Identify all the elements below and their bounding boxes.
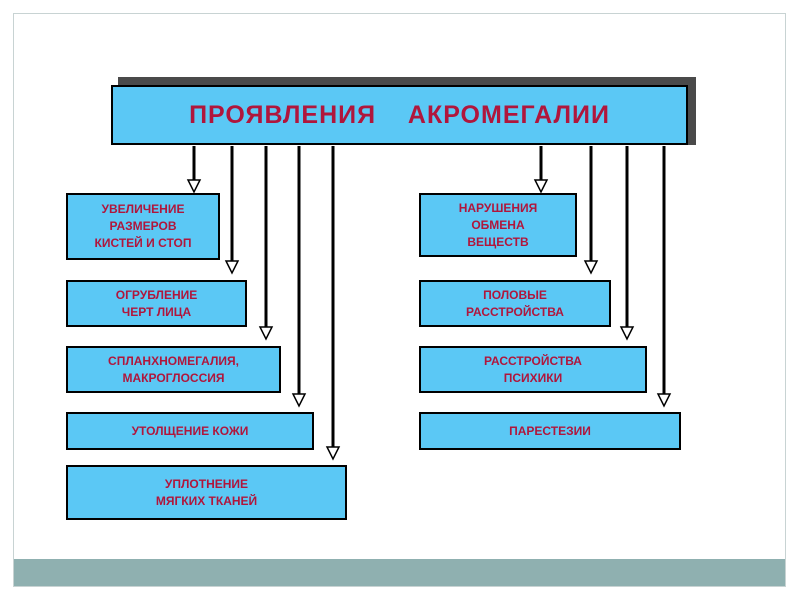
box-coarse-facial-features: ОГРУБЛЕНИЕ ЧЕРТ ЛИЦА bbox=[66, 280, 247, 327]
box-label: РАССТРОЙСТВА ПСИХИКИ bbox=[484, 353, 582, 385]
arrowhead-7 bbox=[583, 260, 599, 275]
arrowhead-4 bbox=[291, 393, 307, 408]
box-label: УТОЛЩЕНИЕ КОЖИ bbox=[131, 423, 249, 438]
diagram-title: ПРОЯВЛЕНИЯ АКРОМЕГАЛИИ bbox=[189, 100, 610, 129]
box-mental-disorders: РАССТРОЙСТВА ПСИХИКИ bbox=[419, 346, 647, 393]
box-metabolic-disorders: НАРУШЕНИЯ ОБМЕНА ВЕЩЕСТВ bbox=[419, 193, 577, 257]
arrowhead-9 bbox=[656, 393, 672, 408]
box-splanchnomegaly: СПЛАНХНОМЕГАЛИЯ, МАКРОГЛОССИЯ bbox=[66, 346, 281, 393]
box-skin-thickening: УТОЛЩЕНИЕ КОЖИ bbox=[66, 412, 314, 450]
arrowhead-5 bbox=[325, 446, 341, 461]
title-box: ПРОЯВЛЕНИЯ АКРОМЕГАЛИИ bbox=[111, 85, 688, 145]
box-paresthesia: ПАРЕСТЕЗИИ bbox=[419, 412, 681, 450]
box-label: ПОЛОВЫЕ РАССТРОЙСТВА bbox=[466, 287, 564, 319]
arrowhead-2 bbox=[224, 260, 240, 275]
box-label: СПЛАНХНОМЕГАЛИЯ, МАКРОГЛОССИЯ bbox=[108, 353, 239, 385]
box-label: УВЕЛИЧЕНИЕ РАЗМЕРОВ КИСТЕЙ И СТОП bbox=[94, 202, 192, 250]
arrowhead-1 bbox=[186, 179, 202, 194]
box-label: ПАРЕСТЕЗИИ bbox=[509, 423, 591, 438]
box-sexual-disorders: ПОЛОВЫЕ РАССТРОЙСТВА bbox=[419, 280, 611, 327]
arrowhead-8 bbox=[619, 326, 635, 341]
arrowhead-3 bbox=[258, 326, 274, 341]
box-enlarged-hands-feet: УВЕЛИЧЕНИЕ РАЗМЕРОВ КИСТЕЙ И СТОП bbox=[66, 193, 220, 260]
arrowhead-6 bbox=[533, 179, 549, 194]
box-label: НАРУШЕНИЯ ОБМЕНА ВЕЩЕСТВ bbox=[458, 200, 538, 249]
bottom-band bbox=[14, 559, 785, 586]
box-soft-tissue-compaction: УПЛОТНЕНИЕ МЯГКИХ ТКАНЕЙ bbox=[66, 465, 347, 520]
box-label: ОГРУБЛЕНИЕ ЧЕРТ ЛИЦА bbox=[115, 287, 198, 319]
box-label: УПЛОТНЕНИЕ МЯГКИХ ТКАНЕЙ bbox=[155, 476, 258, 508]
